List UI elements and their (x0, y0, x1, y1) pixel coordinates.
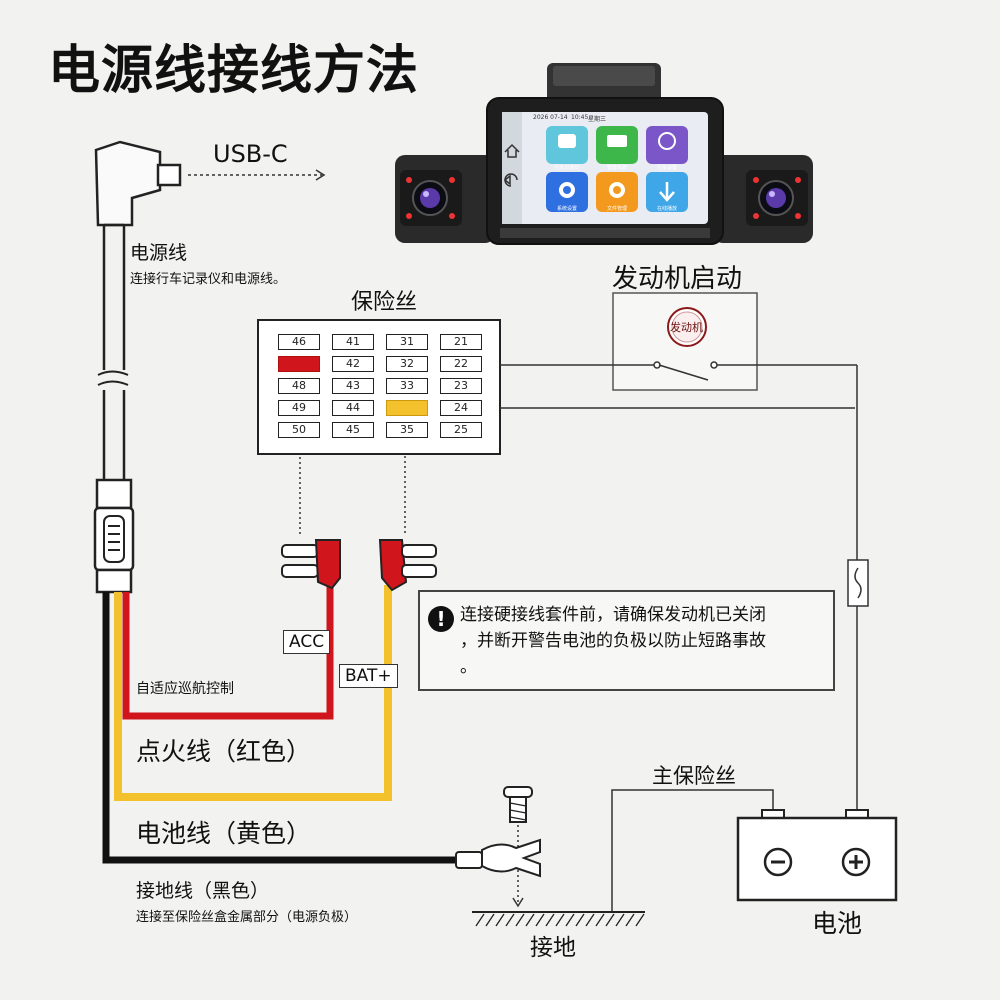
bat-tag: BAT+ (339, 664, 398, 688)
fuse-cell: 44 (332, 400, 374, 416)
back-icon (503, 173, 518, 187)
ignition-wire-label: 点火线（红色） (136, 737, 312, 766)
dashcam-time: 10:45 (571, 114, 589, 121)
dashcam-device (395, 63, 813, 245)
usb-c-plug (94, 140, 182, 227)
acc-tag: ACC (283, 630, 331, 654)
arrow-right-icon (315, 169, 326, 181)
fuse-cell: 48 (278, 378, 320, 394)
warning-box: ! 连接硬接线套件前，请确保发动机已关闭 ，并断开警告电池的负极以防止短路事故 … (418, 590, 835, 691)
fuse-cell: 21 (440, 334, 482, 350)
home-icon (504, 143, 520, 158)
ground-symbol (472, 911, 645, 927)
app-label: 行车记录仪 (554, 165, 580, 171)
fuse-cell: 32 (386, 356, 428, 372)
fuse-cell: 33 (386, 378, 428, 394)
ground-wire-black (102, 592, 460, 864)
usb-c-label: USB-C (213, 140, 288, 168)
fuse-cell: 31 (386, 334, 428, 350)
fuse-tap-bat (378, 539, 437, 592)
cable-connector (93, 478, 135, 594)
power-cable-title: 电源线 (130, 242, 188, 264)
fuse-cell: 24 (440, 400, 482, 416)
app-label: 在线播放 (656, 206, 677, 212)
dashcam-day: 星期三 (588, 116, 607, 123)
fuse-cell: 43 (332, 378, 374, 394)
fuse-cell-acc-highlight (278, 356, 320, 372)
engine-start-title: 发动机启动 (612, 264, 743, 294)
fuse-cell: 46 (278, 334, 320, 350)
cruise-control-label: 自适应巡航控制 (136, 681, 234, 697)
ground-label: 接地 (530, 935, 576, 961)
dashcam-date: 2026 07-14 (533, 114, 568, 121)
fuse-cell: 45 (332, 422, 374, 438)
app-label: 智能驾驶 (606, 165, 627, 171)
fuse-tap-acc (281, 539, 341, 590)
fuse-cell: 42 (332, 356, 374, 372)
battery-wire-yellow (114, 585, 392, 801)
main-fuse-label: 主保险丝 (652, 764, 736, 788)
battery-icon (736, 809, 898, 902)
warning-line-2: ，并断开警告电池的负极以防止短路事故 (460, 631, 766, 651)
main-fuse-line (611, 789, 774, 912)
fuse-cell: 35 (386, 422, 428, 438)
switch-blade (658, 364, 709, 381)
engine-start-button: 发动机 (670, 321, 703, 334)
fuse-cell: 50 (278, 422, 320, 438)
power-cable-desc: 连接行车记录仪和电源线。 (130, 272, 287, 287)
fuse-cell: 41 (332, 334, 374, 350)
fuse-cell: 25 (440, 422, 482, 438)
exclamation-icon: ! (428, 606, 454, 632)
fuse-cell: 22 (440, 356, 482, 372)
app-label: 行车设置 (656, 165, 677, 171)
page-title: 电源线接线方法 (48, 41, 420, 101)
power-cable (97, 223, 129, 480)
warning-line-1: 连接硬接线套件前，请确保发动机已关闭 (460, 605, 766, 625)
battery-label: 电池 (812, 909, 863, 938)
ring-terminal (455, 838, 541, 878)
ground-wire-label: 接地线（黑色） (136, 880, 270, 902)
warning-line-3: 。 (460, 657, 477, 677)
app-label: 系统设置 (556, 206, 577, 212)
fuse-cell: 49 (278, 400, 320, 416)
fuse-cell: 23 (440, 378, 482, 394)
battery-wire-label: 电池线（黄色） (136, 819, 312, 848)
app-label: 文件管理 (606, 206, 627, 212)
ground-wire-desc: 连接至保险丝盒金属部分（电源负极） (136, 910, 358, 925)
fuse-cell-bat-highlight (386, 400, 428, 416)
fuse-box-title: 保险丝 (351, 290, 418, 315)
